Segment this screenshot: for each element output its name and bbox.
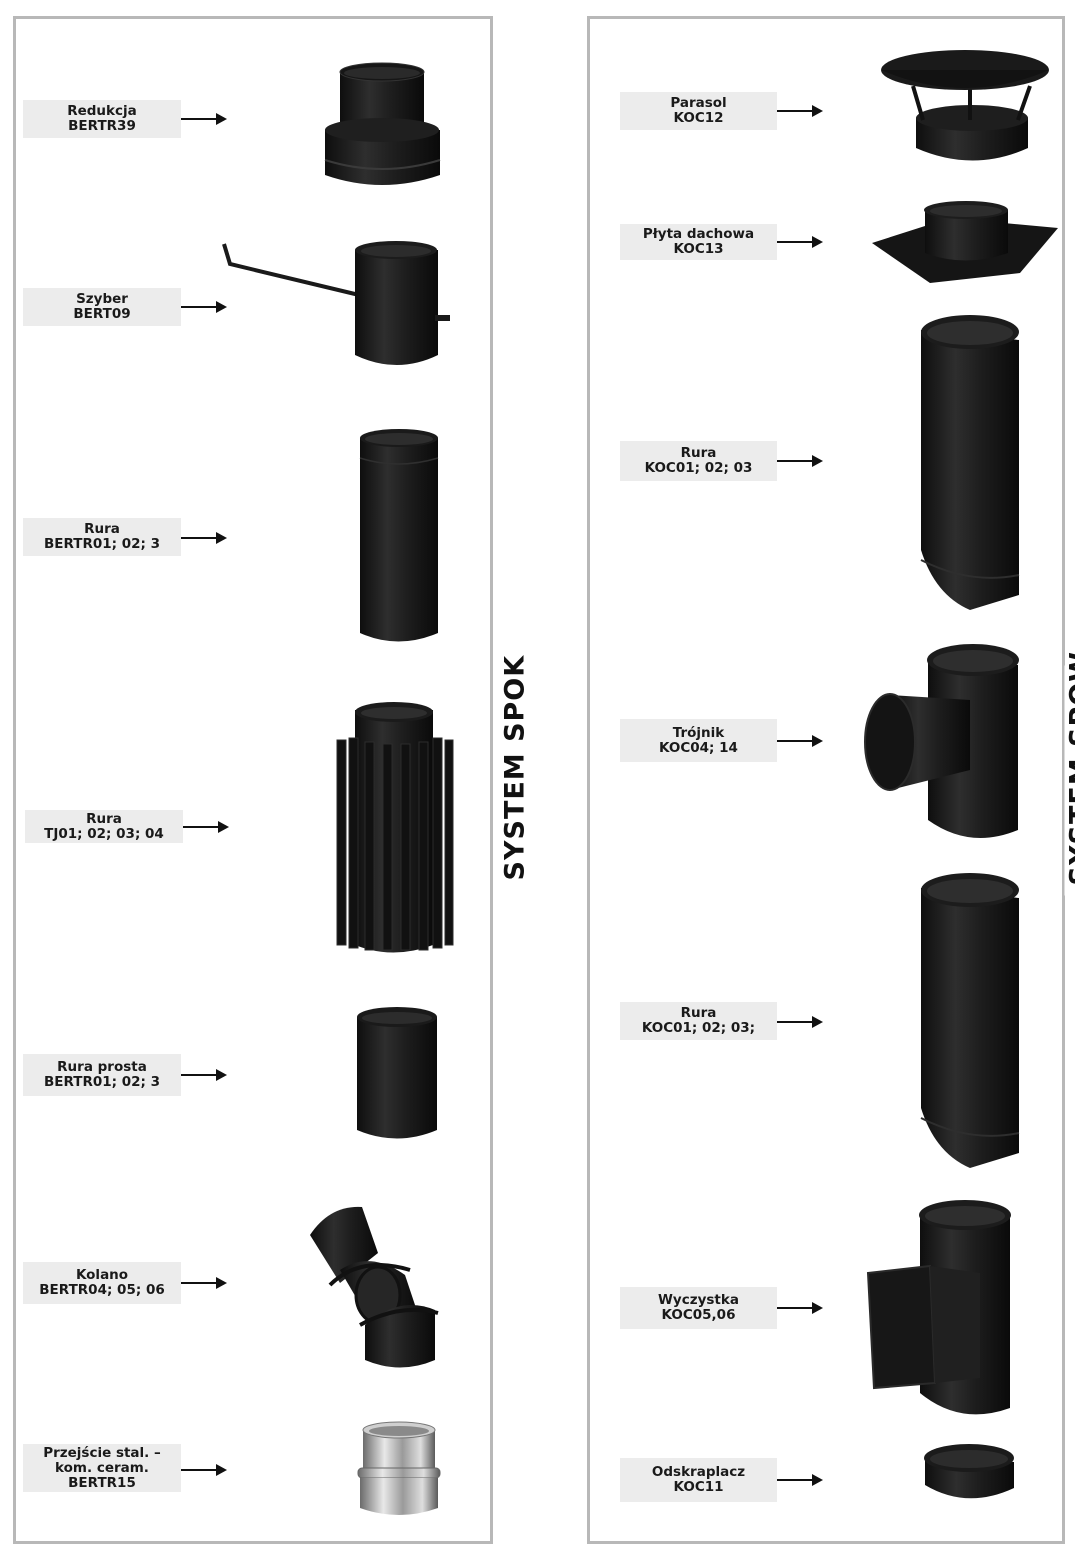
product-name: Rura <box>680 1005 717 1021</box>
product-label-plyta-dachowa: Płyta dachowa KOC13 <box>620 224 777 260</box>
product-code: KOC01; 02; 03; <box>641 1020 756 1036</box>
product-code: KOC05,06 <box>661 1307 736 1323</box>
product-code: BERTR39 <box>68 118 136 134</box>
product-name: Kolano <box>75 1267 129 1283</box>
pointer-arrow <box>181 1464 227 1476</box>
product-label-rura-koc-2: Rura KOC01; 02; 03; <box>620 1002 777 1040</box>
elbow-pipe-icon <box>310 1206 439 1368</box>
product-code: KOC04; 14 <box>659 739 738 756</box>
roof-plate-icon <box>872 201 1058 283</box>
system-spow-title: SYSTEM SPOW <box>1064 651 1075 896</box>
product-label-rura-tj: Rura TJ01; 02; 03; 04 <box>25 810 183 843</box>
pointer-arrow <box>777 236 823 248</box>
product-label-rura-prosta: Rura prosta BERTR01; 02; 3 <box>23 1054 181 1096</box>
product-label-trojnik: Trójnik KOC04; 14 <box>620 719 777 762</box>
tee-pipe-icon <box>864 644 1019 838</box>
pointer-arrow <box>181 301 227 313</box>
pointer-arrow <box>777 1302 823 1314</box>
pointer-arrow <box>181 532 227 544</box>
oval-pipe-icon <box>920 873 1020 1168</box>
product-label-parasol: Parasol KOC12 <box>620 92 777 130</box>
pointer-arrow <box>181 1277 227 1289</box>
cleanout-pipe-icon <box>866 1200 1011 1415</box>
oval-pipe-icon <box>920 315 1020 610</box>
reducer-pipe-icon <box>324 62 441 185</box>
product-label-rura-1: Rura BERTR01; 02; 3 <box>23 518 181 556</box>
product-code: KOC01; 02; 03 <box>644 460 753 476</box>
pointer-arrow <box>181 113 227 125</box>
system-spok-title: SYSTEM SPOK <box>499 655 531 891</box>
product-name: Parasol <box>670 95 727 111</box>
product-name: Rura <box>680 445 717 461</box>
product-label-redukcja: Redukcja BERTR39 <box>23 100 181 138</box>
product-name: Trójnik <box>672 724 725 741</box>
product-name: Rura prosta <box>57 1059 147 1075</box>
product-code: KOC13 <box>673 241 724 257</box>
product-name: Rura <box>84 521 120 537</box>
product-code: BERTR04; 05; 06 <box>39 1282 165 1298</box>
damper-pipe-icon <box>222 241 450 365</box>
condensate-trap-icon <box>924 1444 1014 1499</box>
product-name: Rura <box>86 810 122 827</box>
product-label-kolano: Kolano BERTR04; 05; 06 <box>23 1262 181 1304</box>
pointer-arrow <box>777 735 823 747</box>
pointer-arrow <box>777 105 823 117</box>
product-name: Szyber <box>76 291 128 307</box>
round-pipe-icon <box>359 429 439 642</box>
product-code: BERTR01; 02; 3 <box>43 1074 161 1090</box>
finned-pipe-icon <box>336 702 454 953</box>
pointer-arrow <box>777 455 823 467</box>
steel-adapter-icon <box>357 1421 441 1515</box>
product-name: Wyczystka <box>658 1292 739 1308</box>
product-label-rura-koc-1: Rura KOC01; 02; 03 <box>620 441 777 481</box>
product-label-wyczystka: Wyczystka KOC05,06 <box>620 1287 777 1329</box>
chimney-cap-icon <box>881 50 1049 161</box>
pointer-arrow <box>777 1016 823 1028</box>
product-name: Przejście stal. – kom. ceram. <box>43 1444 161 1476</box>
short-pipe-icon <box>357 1007 437 1139</box>
product-label-przejscie: Przejście stal. – kom. ceram. BERTR15 <box>23 1444 181 1492</box>
product-name: Odskraplacz <box>651 1464 746 1480</box>
product-code: BERT09 <box>73 306 131 322</box>
pointer-arrow <box>183 821 229 833</box>
product-code: KOC11 <box>673 1479 724 1495</box>
product-code: KOC12 <box>673 110 724 126</box>
product-name: Redukcja <box>67 103 137 119</box>
product-code: BERTR01; 02; 3 <box>43 536 161 552</box>
product-code: TJ01; 02; 03; 04 <box>44 825 164 842</box>
product-label-odskraplacz: Odskraplacz KOC11 <box>620 1458 777 1502</box>
pointer-arrow <box>777 1474 823 1486</box>
pointer-arrow <box>181 1069 227 1081</box>
product-label-szyber: Szyber BERT09 <box>23 288 181 326</box>
product-name: Płyta dachowa <box>642 226 755 242</box>
product-code: BERTR15 <box>68 1474 136 1491</box>
